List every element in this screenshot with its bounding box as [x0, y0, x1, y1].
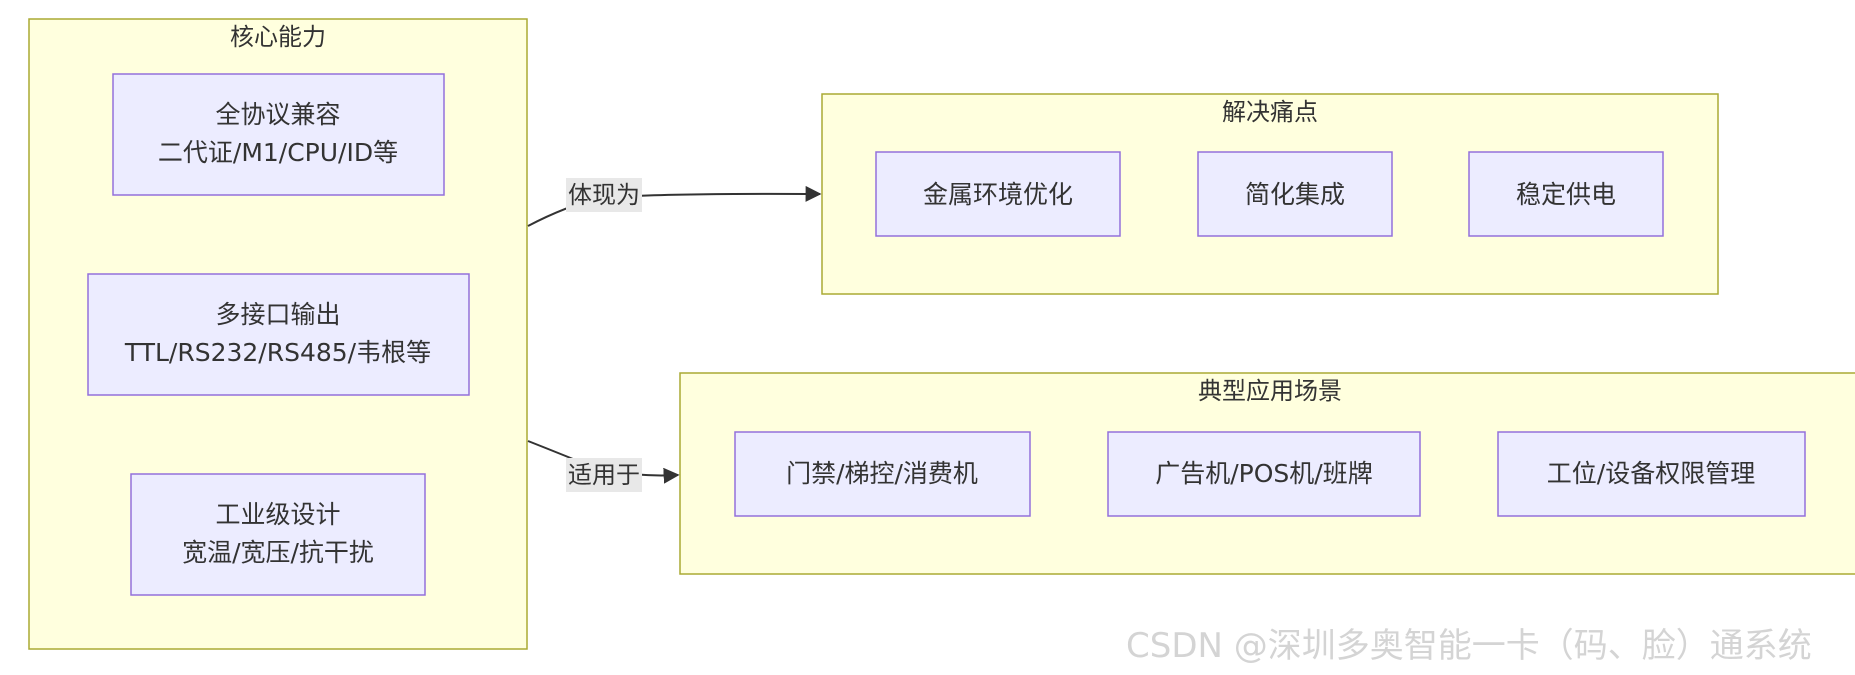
node-metal-env-label: 金属环境优化 — [923, 180, 1073, 209]
node-stable-power[interactable]: 稳定供电 — [1468, 151, 1664, 237]
edge-applies-to-label-bg — [566, 458, 642, 492]
node-access-control-box — [734, 431, 1031, 517]
edge-embodied-as-label-bg — [566, 178, 642, 212]
node-simplify-integration[interactable]: 简化集成 — [1197, 151, 1393, 237]
cluster-application-scenes: 典型应用场景 门禁/梯控/消费机 广告机/POS机/班牌 工位/设备权限管理 — [679, 372, 1855, 575]
node-metal-env-box — [875, 151, 1121, 237]
node-stable-power-box — [1468, 151, 1664, 237]
edge-applies-to-label: 适用于 — [568, 461, 640, 489]
cluster-pain-points: 解决痛点 金属环境优化 简化集成 稳定供电 — [821, 93, 1719, 295]
edge-embodied-as-label: 体现为 — [568, 181, 640, 209]
node-advertising-pos[interactable]: 广告机/POS机/班牌 — [1107, 431, 1421, 517]
node-permission-mgmt[interactable]: 工位/设备权限管理 — [1497, 431, 1806, 517]
node-advertising-pos-box — [1107, 431, 1421, 517]
node-industrial-design[interactable]: 工业级设计 宽温/宽压/抗干扰 — [130, 473, 426, 596]
node-multi-interface[interactable]: 多接口输出 TTL/RS232/RS485/韦根等 — [87, 273, 470, 396]
node-protocol-compat-box — [112, 73, 445, 196]
node-metal-env[interactable]: 金属环境优化 — [875, 151, 1121, 237]
node-protocol-compat-title: 全协议兼容 — [215, 100, 340, 129]
node-industrial-design-title: 工业级设计 — [215, 500, 340, 529]
cluster-scenes-title: 典型应用场景 — [1198, 377, 1342, 405]
node-permission-mgmt-box — [1497, 431, 1806, 517]
watermark-text: CSDN @深圳多奥智能一卡（码、脸）通系统 — [1126, 626, 1812, 666]
node-protocol-compat[interactable]: 全协议兼容 二代证/M1/CPU/ID等 — [112, 73, 445, 196]
node-access-control-label: 门禁/梯控/消费机 — [786, 459, 978, 488]
node-protocol-compat-detail: 二代证/M1/CPU/ID等 — [158, 138, 398, 167]
node-industrial-design-detail: 宽温/宽压/抗干扰 — [182, 538, 374, 567]
node-multi-interface-detail: TTL/RS232/RS485/韦根等 — [124, 338, 431, 367]
node-access-control[interactable]: 门禁/梯控/消费机 — [734, 431, 1031, 517]
edge-embodied-as: 体现为 — [527, 178, 822, 227]
node-multi-interface-title: 多接口输出 — [215, 300, 340, 329]
node-advertising-pos-label: 广告机/POS机/班牌 — [1155, 459, 1372, 488]
edge-applies-to: 适用于 — [527, 440, 680, 492]
node-simplify-integration-label: 简化集成 — [1245, 180, 1345, 209]
node-simplify-integration-box — [1197, 151, 1393, 237]
cluster-core-capabilities: 核心能力 全协议兼容 二代证/M1/CPU/ID等 多接口输出 TTL/RS23… — [28, 18, 528, 650]
cluster-core-title: 核心能力 — [230, 23, 326, 51]
node-stable-power-label: 稳定供电 — [1516, 180, 1616, 209]
node-industrial-design-box — [130, 473, 426, 596]
cluster-pain-title: 解决痛点 — [1222, 98, 1318, 126]
node-multi-interface-box — [87, 273, 470, 396]
node-permission-mgmt-label: 工位/设备权限管理 — [1547, 459, 1755, 488]
